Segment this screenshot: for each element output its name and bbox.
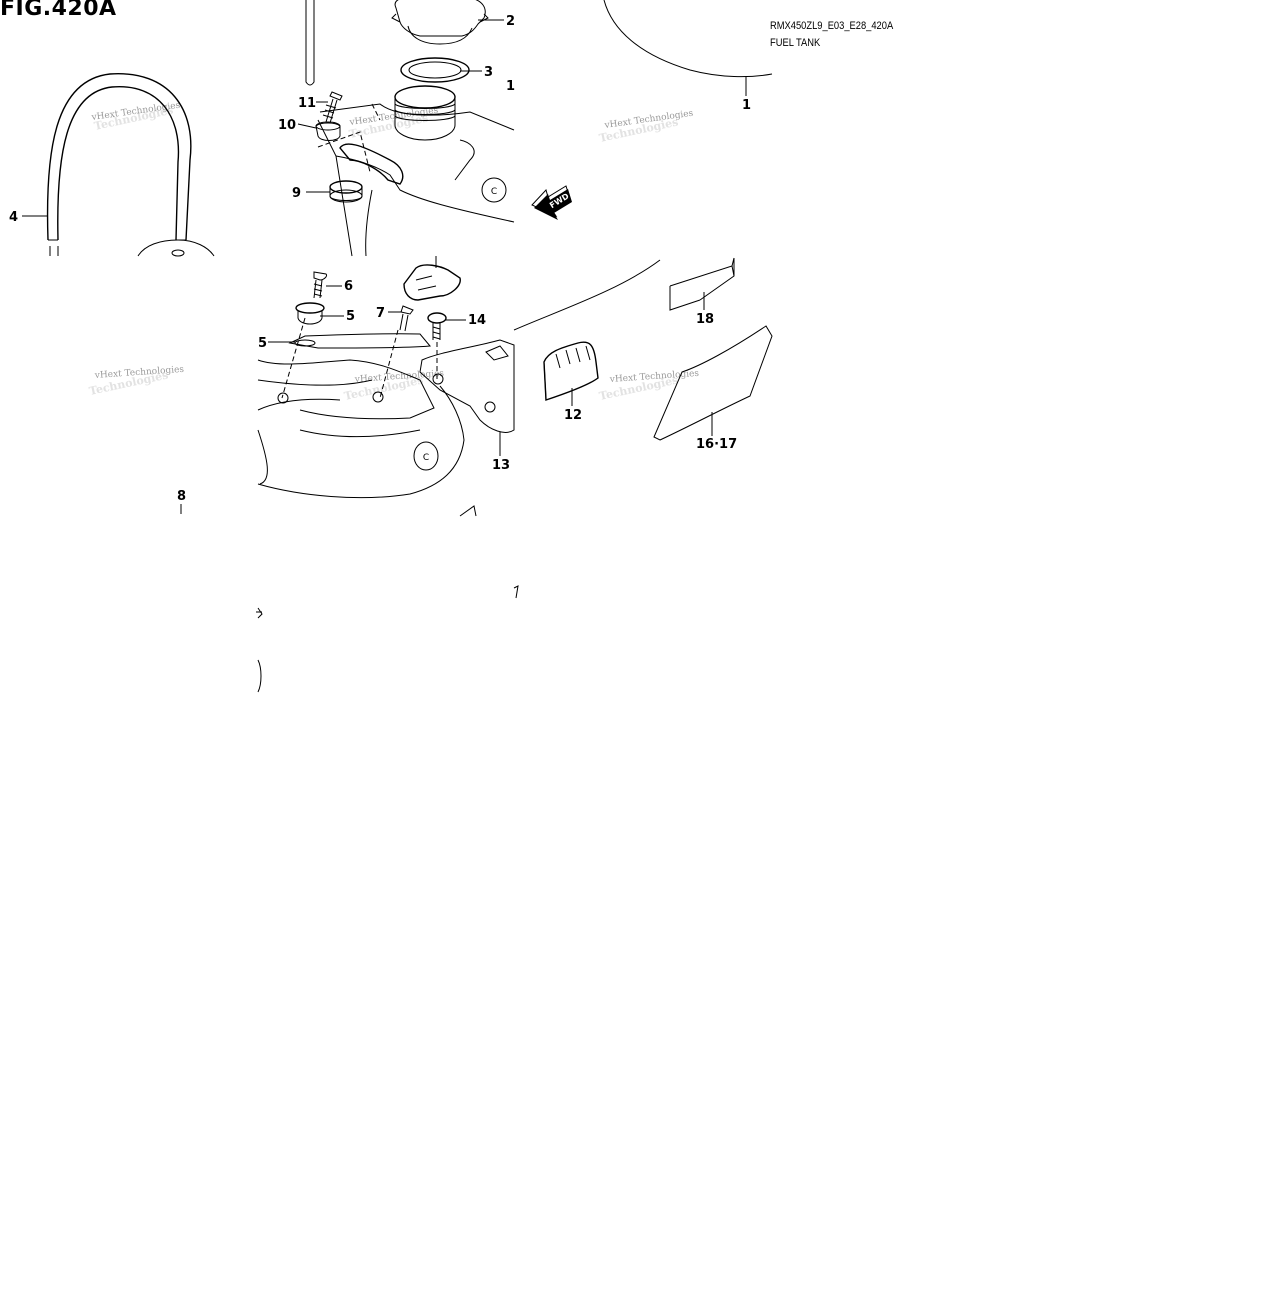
callout-1-right-edge: 1: [506, 79, 515, 94]
callout-1: 1: [742, 98, 751, 113]
tank-emblem-lower: C: [423, 453, 429, 463]
callout-6: 6: [344, 279, 353, 294]
callout-4: 4: [9, 210, 18, 225]
tank-side-assembly: C: [257, 256, 515, 517]
label-18: [669, 257, 735, 311]
section-name: FUEL TANK: [770, 37, 821, 49]
callout-8: 8: [177, 489, 186, 504]
callout-3: 3: [484, 65, 493, 80]
callout-12: 12: [564, 408, 582, 423]
callout-2: 2: [506, 14, 515, 29]
model-code: RMX450ZL9_E03_E28_420A: [770, 20, 894, 32]
figure-title: FIG.420A: [0, 0, 117, 21]
callout-10: 10: [278, 118, 296, 133]
decal-16-17: [653, 325, 773, 441]
tank-outline-top: [603, 0, 773, 78]
breather-hose: [46, 73, 215, 257]
callout-18: 18: [696, 312, 714, 327]
callout-14: 14: [468, 313, 486, 328]
rubber-pad: [543, 341, 599, 401]
callouts: 2 3 1 1 11 10 9 4 6 5 5 7 14: [9, 14, 751, 514]
bottom-fragments: [256, 585, 519, 693]
tank-top-assembly: C: [305, 0, 515, 257]
callout-7: 7: [376, 306, 385, 321]
callout-9: 9: [292, 186, 301, 201]
callout-13: 13: [492, 458, 510, 473]
forward-arrow: FWD: [531, 185, 572, 220]
callout-16-17: 16·17: [696, 437, 737, 452]
callout-5-lower: 5: [258, 336, 267, 351]
callout-5-upper: 5: [346, 309, 355, 324]
tank-emblem-upper: C: [491, 187, 497, 197]
tank-outline-lower: [513, 259, 661, 331]
callout-11: 11: [298, 96, 316, 111]
watermarks: Technologies vHext Technologies Technolo…: [88, 101, 700, 403]
